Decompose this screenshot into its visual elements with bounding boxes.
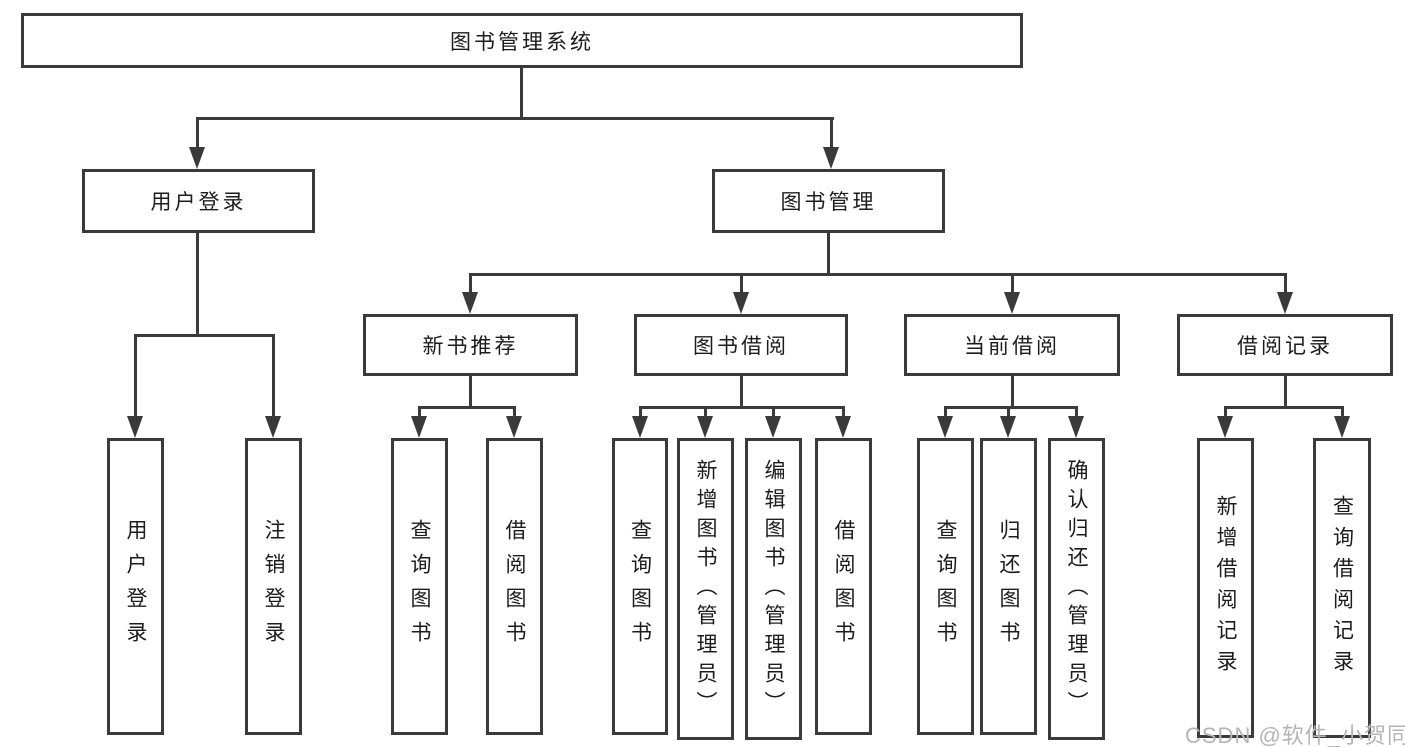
connector-userlogin-bar [134,334,275,337]
arrowhead-confirm-return-admin [1068,416,1084,438]
node-book-borrow-label: 图书借阅 [693,335,789,358]
connector-userlogin-stem [196,231,199,337]
connector-recommend-drop-1 [418,406,421,418]
arrowhead-book-management [823,147,839,169]
arrowhead-return-book [1000,416,1016,438]
node-root-system: 图书管理系统 [21,13,1023,68]
connector-current-bar [944,406,1078,409]
arrowhead-borrow-records [1277,292,1293,314]
leaf-query-books-borrow-label: 查询图书 [628,518,652,655]
leaf-confirm-return-admin: 确认归还（管理员） [1048,438,1105,740]
node-book-management: 图书管理 [712,169,945,233]
arrowhead-query-books-borrow [632,416,648,438]
connector-userlogin-drop-1 [134,334,137,416]
leaf-query-borrow-record-label: 查询借阅记录 [1330,495,1354,681]
leaf-query-books-current: 查询图书 [917,438,974,735]
leaf-edit-book-admin: 编辑图书（管理员） [745,438,802,740]
connector-bookmgmt-drop-1 [469,273,472,292]
node-book-management-label: 图书管理 [780,191,877,214]
connector-current-drop-2 [1007,406,1010,418]
leaf-user-login: 用户登录 [107,438,164,735]
leaf-edit-book-admin-label: 编辑图书（管理员） [762,458,785,720]
leaf-add-book-admin: 新增图书（管理员） [677,438,734,740]
connector-userlogin-drop-2 [272,334,275,416]
leaf-borrow-books-label: 借阅图书 [832,518,855,655]
arrowhead-user-login [189,147,205,169]
leaf-return-book-label: 归还图书 [997,518,1020,655]
connector-bookmgmt-bar [469,273,1287,276]
arrowhead-current-borrow [1004,292,1020,314]
arrowhead-add-borrow-record [1217,416,1233,438]
leaf-user-login-label: 用户登录 [124,518,147,655]
connector-bookmgmt-drop-2 [740,273,743,292]
node-user-login: 用户登录 [82,169,315,233]
connector-current-stem [1011,373,1014,409]
leaf-borrow-books-recommend-label: 借阅图书 [503,518,526,655]
leaf-borrow-books: 借阅图书 [815,438,872,735]
connector-records-drop-1 [1224,406,1227,418]
connector-borrow-drop-1 [639,406,642,418]
connector-root-stem [520,66,523,120]
node-borrow-records-label: 借阅记录 [1237,335,1333,358]
connector-root-drop-left [196,117,199,149]
arrowhead-book-borrow [733,292,749,314]
connector-bookmgmt-drop-4 [1284,273,1287,292]
arrowhead-query-books-recommend [411,416,427,438]
arrowhead-borrow-books-recommend [506,416,522,438]
connector-bookmgmt-stem [827,231,830,276]
leaf-logout: 注销登录 [245,438,302,735]
connector-bookmgmt-drop-3 [1011,273,1014,292]
connector-root-drop-right [830,117,833,149]
connector-recommend-bar [418,406,516,409]
connector-borrow-bar [639,406,845,409]
connector-current-drop-1 [944,406,947,418]
node-borrow-records: 借阅记录 [1177,314,1393,376]
node-new-book-recommend-label: 新书推荐 [422,335,519,358]
arrowhead-borrow-books [835,416,851,438]
node-current-borrow: 当前借阅 [904,314,1120,376]
arrowhead-query-books-current [937,416,953,438]
arrowhead-new-book-recommend [462,292,478,314]
leaf-add-borrow-record: 新增借阅记录 [1197,438,1254,738]
arrowhead-leaf-logout [265,416,281,438]
connector-records-drop-2 [1341,406,1344,418]
node-current-borrow-label: 当前借阅 [964,335,1060,358]
node-new-book-recommend: 新书推荐 [363,314,578,376]
node-root-system-label: 图书管理系统 [450,30,594,54]
node-book-borrow: 图书借阅 [634,314,848,376]
leaf-confirm-return-admin-label: 确认归还（管理员） [1065,458,1088,720]
leaf-return-book: 归还图书 [980,438,1037,735]
leaf-borrow-books-recommend: 借阅图书 [486,438,543,735]
connector-root-bar [196,117,834,120]
csdn-watermark: CSDN @软件_小贺同学 [1185,723,1405,747]
connector-recommend-stem [469,373,472,409]
connector-current-drop-3 [1075,406,1078,418]
connector-recommend-drop-2 [513,406,516,418]
connector-borrow-drop-2 [704,406,707,418]
leaf-add-book-admin-label: 新增图书（管理员） [694,458,717,720]
leaf-query-borrow-record: 查询借阅记录 [1313,438,1371,738]
leaf-logout-label: 注销登录 [262,518,285,655]
node-user-login-label: 用户登录 [150,191,247,214]
arrowhead-leaf-user-login [127,416,143,438]
arrowhead-query-borrow-record [1334,416,1350,438]
connector-records-stem [1284,373,1287,409]
connector-borrow-drop-3 [772,406,775,418]
connector-borrow-drop-4 [842,406,845,418]
leaf-query-books-recommend-label: 查询图书 [408,518,431,655]
arrowhead-add-book-admin [697,416,713,438]
leaf-query-books-recommend: 查询图书 [391,438,448,735]
leaf-query-books-borrow: 查询图书 [612,438,668,735]
connector-records-bar [1224,406,1344,409]
leaf-add-borrow-record-label: 新增借阅记录 [1214,495,1237,681]
leaf-query-books-current-label: 查询图书 [934,518,957,655]
connector-borrow-stem [740,373,743,409]
arrowhead-edit-book-admin [765,416,781,438]
